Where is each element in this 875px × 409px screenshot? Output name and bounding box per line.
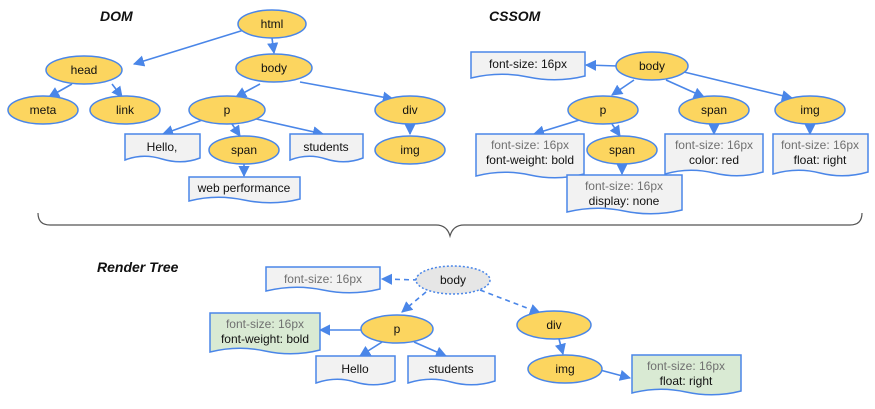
- edge-head-link: [111, 83, 123, 98]
- edge-render-body-div: [479, 289, 542, 315]
- edge-html-body: [267, 37, 279, 55]
- dom-students-label: students: [303, 140, 348, 154]
- render-hello-label: Hello: [341, 362, 369, 376]
- edge-css-body-span: [665, 79, 706, 98]
- edge-render-div-img: [554, 338, 566, 356]
- cssom-body-label: body: [639, 59, 665, 73]
- render-node-students: students: [407, 355, 496, 386]
- edge-html-head: [132, 29, 245, 67]
- render-p-style-inherited: font-size: 16px: [226, 317, 304, 331]
- cssom-edges: [532, 59, 816, 176]
- cssom-span-style-inherited: font-size: 16px: [675, 138, 753, 152]
- dom-node-div: div: [374, 95, 446, 125]
- dom-node-web-performance: web performance: [188, 176, 301, 204]
- cssom-node-p-style: font-size: 16px font-weight: bold: [475, 133, 585, 179]
- cssom-span-label: span: [701, 103, 727, 117]
- cssom-node-img-style: font-size: 16px float: right: [772, 133, 869, 177]
- edge-render-p-students: [413, 341, 448, 358]
- render-img-style-inherited: font-size: 16px: [647, 359, 725, 373]
- edge-render-body-style: [380, 273, 419, 285]
- cssom-body-style-label: font-size: 16px: [489, 57, 567, 71]
- dom-span-label: span: [231, 143, 257, 157]
- render-node-body-style: font-size: 16px: [265, 266, 381, 294]
- cssom-span2-label: span: [609, 143, 635, 157]
- cssom-node-img: img: [774, 95, 846, 125]
- cssom-node-body-style: font-size: 16px: [470, 51, 586, 81]
- render-node-p: p: [360, 314, 434, 344]
- edge-render-p-hello: [359, 341, 383, 357]
- render-node-div: div: [516, 310, 592, 340]
- render-img-style-own: float: right: [660, 374, 713, 388]
- cssom-p-style-inherited: font-size: 16px: [491, 138, 569, 152]
- cssom-node-span: span: [678, 95, 750, 125]
- cssom-node-p: p: [567, 95, 639, 125]
- dom-link-label: link: [116, 103, 135, 117]
- cssom-node-span2-style: font-size: 16px display: none: [566, 174, 683, 215]
- cssom-img-style-inherited: font-size: 16px: [781, 138, 859, 152]
- edge-css-body-p: [611, 79, 635, 96]
- dom-head-label: head: [71, 63, 98, 77]
- edge-css-p-span: [609, 123, 621, 137]
- dom-title: DOM: [100, 8, 133, 24]
- dom-webperf-label: web performance: [197, 181, 291, 195]
- cssom-img-style-own: float: right: [794, 153, 847, 167]
- brace: [37, 212, 863, 239]
- render-body-style-label: font-size: 16px: [284, 272, 362, 286]
- edge-render-body-p: [401, 291, 427, 313]
- render-node-body: body: [415, 265, 491, 295]
- render-p-style-own: font-weight: bold: [221, 332, 309, 346]
- render-node-p-style: font-size: 16px font-weight: bold: [209, 312, 321, 355]
- render-node-img: img: [527, 354, 603, 384]
- cssom-node-span2: span: [586, 135, 658, 165]
- render-img-label: img: [555, 362, 574, 376]
- cssom-p-label: p: [600, 103, 607, 117]
- cssom-span-style-own: color: red: [689, 153, 739, 167]
- edge-css-body-img: [683, 71, 794, 102]
- edge-css-p-style: [532, 117, 587, 137]
- render-node-hello: Hello: [315, 355, 396, 386]
- render-edges: [318, 273, 632, 381]
- cssom-span2-style-own: display: none: [589, 194, 660, 208]
- render-body-label: body: [440, 273, 466, 287]
- dom-node-html: html: [237, 9, 307, 39]
- render-title: Render Tree: [97, 259, 179, 275]
- cssom-node-span-style: font-size: 16px color: red: [664, 133, 764, 177]
- edge-css-body-style: [584, 59, 619, 71]
- dom-div-label: div: [402, 103, 417, 117]
- dom-node-head: head: [45, 55, 123, 85]
- dom-img-label: img: [400, 143, 419, 157]
- render-students-label: students: [428, 362, 473, 376]
- dom-node-hello: Hello,: [124, 133, 201, 163]
- edge-body-p: [235, 83, 261, 98]
- cssom-title: CSSOM: [489, 8, 541, 24]
- cssom-img-label: img: [800, 103, 819, 117]
- cssom-span2-style-inherited: font-size: 16px: [585, 179, 663, 193]
- dom-node-span: span: [208, 135, 280, 165]
- dom-node-students: students: [289, 133, 364, 163]
- dom-p-label: p: [224, 103, 231, 117]
- edge-p-students: [251, 117, 325, 138]
- edge-head-meta: [48, 83, 73, 98]
- dom-hello-label: Hello,: [147, 140, 178, 154]
- dom-node-body: body: [235, 53, 313, 83]
- dom-node-p: p: [188, 95, 266, 125]
- edge-render-img-style: [599, 369, 632, 381]
- render-node-img-style: font-size: 16px float: right: [631, 354, 742, 396]
- edge-p-span: [229, 123, 241, 137]
- dom-node-link: link: [89, 95, 161, 125]
- cssom-node-body: body: [615, 51, 689, 81]
- dom-body-label: body: [261, 61, 287, 75]
- dom-html-label: html: [261, 17, 284, 31]
- render-div-label: div: [546, 318, 561, 332]
- dom-meta-label: meta: [30, 103, 57, 117]
- render-p-label: p: [394, 322, 401, 336]
- dom-node-img: img: [374, 135, 446, 165]
- cssom-p-style-own: font-weight: bold: [486, 153, 574, 167]
- dom-node-meta: meta: [7, 95, 79, 125]
- edge-body-div: [299, 81, 395, 103]
